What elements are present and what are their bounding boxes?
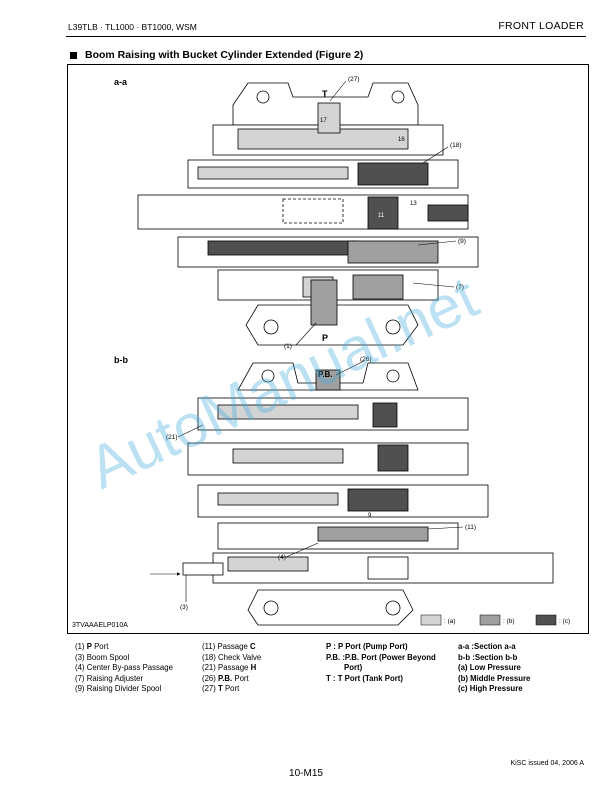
port-p-label: P [322,333,328,343]
legend-item: (3) Boom Spool [75,652,130,662]
issue-note: KiSC issued 04, 2006 A [510,760,584,767]
header-divider [66,36,586,37]
legend-middle-pressure: (b) Middle Pressure [458,673,531,683]
section-bb-body [182,362,554,626]
figure-frame: a-a T P 16 17 11 13 (27) (18) [67,64,589,634]
legend-item: (1) P Port [75,642,109,651]
legend-port-pb-cont: Port) [344,663,363,673]
callout-3: (3) [180,604,188,611]
passage-17-label: 17 [320,118,327,124]
key-swatch-a [420,614,442,626]
legend-high-pressure: (c) High Pressure [458,684,523,694]
port-pb-label: P.B. [318,370,333,379]
passage-11-label: 11 [378,213,385,219]
callout-4: (4) [278,554,286,561]
legend-col-ports: P : P Port (Pump Port) P.B. :P.B. Port (… [326,642,436,684]
passage-9-label: 9 [368,513,372,519]
port-t-label: T [322,89,328,99]
section-aa-leaders [295,80,457,346]
callout-9: (9) [458,238,466,245]
callout-7: (7) [456,284,464,291]
callout-21: (21) [166,434,178,441]
figure-code: 3TVAAAELP010A [72,622,128,629]
key-label-c: : (c) [559,618,570,625]
page-number: 10-M15 [289,768,323,779]
legend-item: (9) Raising Divider Spool [75,684,162,694]
section-title: Boom Raising with Bucket Cylinder Extend… [85,49,364,61]
key-swatch-c [535,614,557,626]
section-heading: Boom Raising with Bucket Cylinder Extend… [70,49,363,61]
section-aa-label: a-a [114,77,128,87]
legend-item: (7) Raising Adjuster [75,673,144,683]
header-section: FRONT LOADER [498,20,584,32]
section-aa-body [137,82,479,346]
legend-port-t: T : T Port (Tank Port) [326,673,403,683]
callout-11: (11) [465,524,476,531]
legend-item: (11) Passage C [202,642,256,651]
legend-item: (26) P.B. Port [202,673,249,683]
legend-port-pb: P.B. :P.B. Port (Power Beyond [326,652,436,662]
legend-section-aa: a-a :Section a-a [458,642,516,651]
legend-col-sections: a-a :Section a-a b-b :Section b-b (a) Lo… [458,642,530,695]
legend-col-parts-1: (1) P Port (3) Boom Spool (4) Center By-… [75,642,173,695]
passage-16-label: 16 [398,137,405,143]
pressure-key: : (a) : (b) : (c) [420,614,570,626]
legend-item: (21) Passage H [202,663,257,673]
legend-low-pressure: (a) Low Pressure [458,663,521,673]
callout-18: (18) [450,142,462,149]
legend-item: (27) T Port [202,684,240,694]
header-model: L39TLB · TL1000 · BT1000, WSM [68,22,197,32]
legend-section-bb: b-b :Section b-b [458,652,518,662]
passage-13-label: 13 [410,201,417,207]
legend-item: (18) Check Valve [202,652,262,662]
legend-item: (4) Center By-pass Passage [75,663,173,673]
key-label-b: : (b) [503,618,515,625]
section-bb-label: b-b [114,355,128,365]
legend-col-parts-2: (11) Passage C (18) Check Valve (21) Pas… [202,642,261,695]
legend-port-p: P : P Port (Pump Port) [326,642,408,651]
callout-26: (26) [360,356,372,363]
key-swatch-b [479,614,501,626]
callout-1: (1) [284,343,292,350]
key-label-a: : (a) [444,618,456,625]
hydraulic-valve-diagram: a-a T P 16 17 11 13 (27) (18) [72,76,570,629]
callout-27: (27) [348,76,360,83]
section-bb-leaders [150,360,464,602]
bullet-square-icon [70,51,77,59]
